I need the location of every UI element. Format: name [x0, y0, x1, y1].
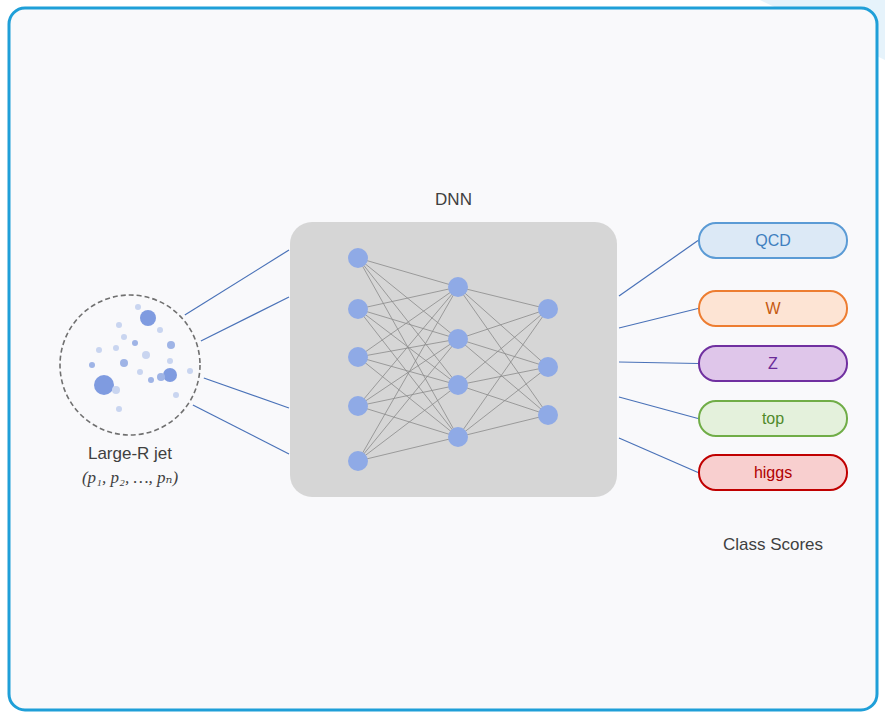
weight-line [458, 367, 548, 385]
output-caption: Class Scores [673, 535, 873, 555]
weight-line [358, 406, 458, 437]
neuron [538, 357, 558, 377]
connector-line [619, 309, 698, 329]
weight-line [458, 309, 548, 437]
neuron [348, 299, 368, 319]
class-label: W [765, 300, 780, 318]
weight-line [458, 339, 548, 367]
neuron [348, 396, 368, 416]
neuron [348, 451, 368, 471]
neuron [538, 405, 558, 425]
particle-dot [113, 345, 119, 351]
weight-line [458, 287, 548, 415]
class-score-pill: top [698, 400, 848, 437]
particle-dot [116, 322, 122, 328]
class-score-pill: QCD [698, 222, 848, 259]
particle-dot [157, 327, 163, 333]
particle-dot [163, 368, 177, 382]
neuron [448, 277, 468, 297]
weight-line [358, 258, 458, 339]
connector-line [204, 378, 289, 408]
neuron [348, 347, 368, 367]
particle-dot [173, 392, 179, 398]
weight-line [358, 258, 458, 437]
connector-line [619, 241, 698, 297]
network-box: DNN [290, 222, 617, 497]
jet-illustration [58, 293, 202, 437]
network-title: DNN [290, 190, 617, 210]
connector-line [619, 397, 698, 419]
network-illustration [290, 222, 617, 497]
particle-dot [167, 341, 175, 349]
particle-dot [137, 369, 143, 375]
neuron [448, 329, 468, 349]
weight-line [358, 287, 458, 309]
class-score-pill: higgs [698, 454, 848, 491]
weight-line [358, 357, 458, 437]
jet-circle: Large-R jet(p₁, p₂, …, pₙ) [58, 293, 202, 437]
particle-dot [142, 351, 150, 359]
panel-border [9, 8, 877, 710]
weight-line [358, 309, 458, 437]
particle-dot [89, 362, 95, 368]
particle-dot [94, 375, 114, 395]
weight-line [458, 367, 548, 437]
weight-line [358, 287, 458, 461]
weight-line [458, 309, 548, 339]
connector-line [619, 362, 698, 364]
neuron [538, 299, 558, 319]
weight-line [458, 385, 548, 415]
weight-line [358, 385, 458, 406]
weight-line [358, 437, 458, 461]
jet-label: Large-R jet [18, 443, 242, 465]
class-score-pill: Z [698, 345, 848, 382]
particle-dot [148, 377, 154, 383]
weight-line [458, 287, 548, 367]
class-label: top [762, 410, 784, 428]
particle-dot [116, 406, 122, 412]
particle-dot [167, 358, 173, 364]
particle-dot [132, 340, 138, 346]
weight-line [358, 339, 458, 357]
connector-line [193, 405, 289, 454]
particle-dot [140, 310, 156, 326]
particle-dot [112, 386, 120, 394]
particle-dot [135, 304, 141, 310]
class-label: Z [768, 355, 778, 373]
class-score-pill: W [698, 290, 848, 327]
weight-line [358, 385, 458, 461]
weight-line [458, 415, 548, 437]
connector-line [619, 438, 698, 473]
neuron [448, 427, 468, 447]
neuron [348, 248, 368, 268]
particle-dot [121, 334, 127, 340]
particle-dot [187, 368, 193, 374]
momentum-list: (p₁, p₂, …, pₙ) [18, 467, 242, 489]
particle-dot [120, 359, 128, 367]
class-label: higgs [754, 464, 792, 482]
particle-dot [157, 373, 165, 381]
weight-line [358, 339, 458, 461]
weight-line [358, 258, 458, 287]
weight-line [358, 287, 458, 406]
particle-dot [96, 347, 102, 353]
class-label: QCD [755, 232, 791, 250]
neuron [448, 375, 468, 395]
weight-line [358, 258, 458, 385]
connector-line [201, 297, 289, 341]
jet-caption: Large-R jet(p₁, p₂, …, pₙ) [18, 443, 242, 489]
jet-outline [60, 295, 200, 435]
weight-line [358, 357, 458, 385]
